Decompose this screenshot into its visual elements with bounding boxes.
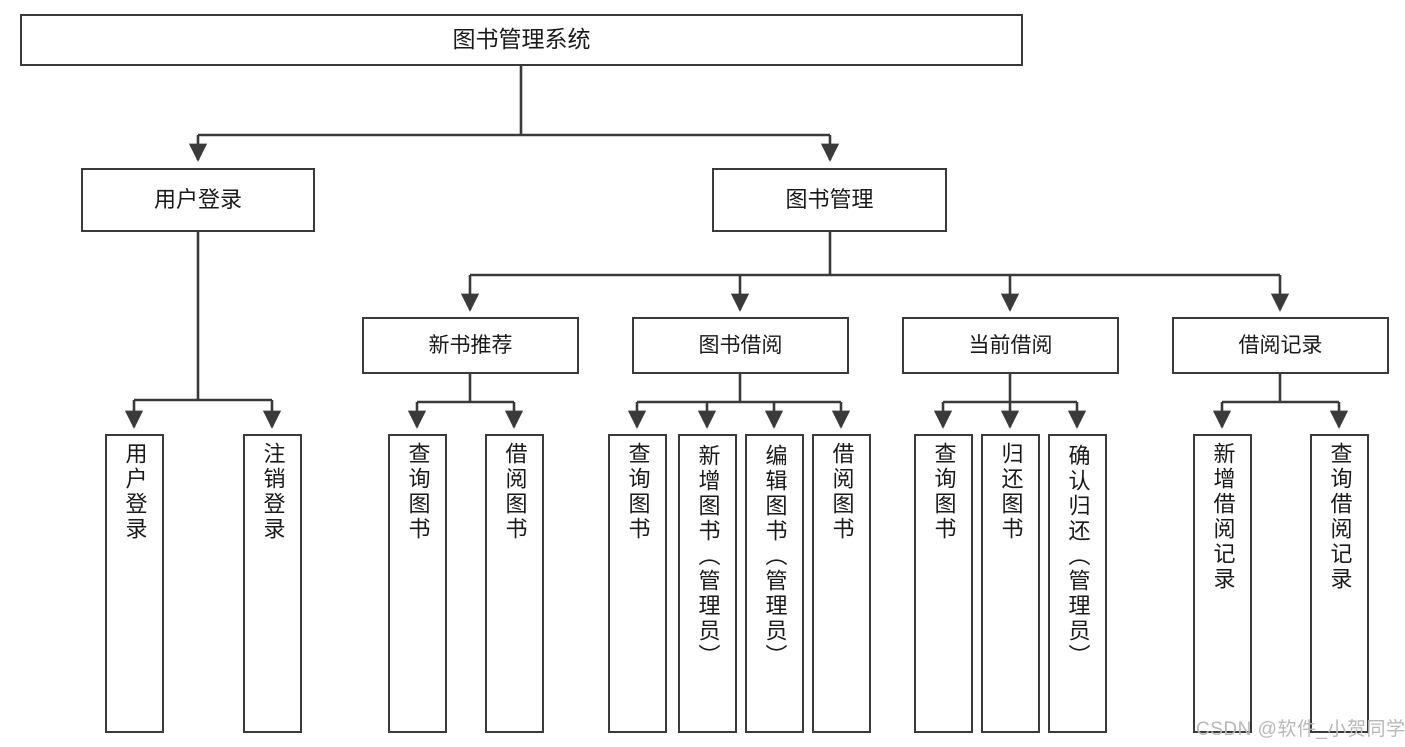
node-leaf-edit-book-admin[interactable]: 编辑图书（管理员）: [745, 434, 804, 733]
node-leaf-query-borrow-record[interactable]: 查询借阅记录: [1310, 434, 1369, 733]
node-label: 确认归还（管理员）: [1065, 444, 1091, 669]
node-book-borrow[interactable]: 图书借阅: [632, 317, 849, 374]
node-label: 图书管理: [785, 186, 874, 212]
node-label: 借阅图书: [502, 442, 528, 542]
node-user-login[interactable]: 用户登录: [81, 168, 315, 232]
node-label: 编辑图书（管理员）: [762, 444, 788, 669]
node-label: 查询借阅记录: [1327, 442, 1353, 592]
node-leaf-logout-login[interactable]: 注销登录: [243, 434, 302, 733]
node-leaf-query-book-current[interactable]: 查询图书: [914, 434, 973, 733]
node-book-management[interactable]: 图书管理: [712, 168, 947, 232]
node-leaf-borrow-book[interactable]: 借阅图书: [812, 434, 871, 733]
node-label: 查询图书: [931, 442, 957, 542]
node-label: 新增图书（管理员）: [695, 444, 721, 669]
node-label: 注销登录: [260, 442, 286, 542]
node-label: 新书推荐: [428, 333, 513, 357]
node-leaf-query-book-borrow[interactable]: 查询图书: [608, 434, 667, 733]
node-new-book-recommend[interactable]: 新书推荐: [362, 317, 579, 374]
node-label: 归还图书: [998, 442, 1024, 542]
node-label: 借阅记录: [1238, 333, 1323, 357]
node-label: 用户登录: [153, 186, 242, 212]
node-label: 借阅图书: [829, 442, 855, 542]
node-leaf-borrow-book-recommend[interactable]: 借阅图书: [485, 434, 544, 733]
node-current-borrow[interactable]: 当前借阅: [902, 317, 1119, 374]
watermark-text: CSDN @软件_小贺同学: [1196, 719, 1405, 740]
node-leaf-user-login[interactable]: 用户登录: [105, 434, 164, 733]
node-root-book-management-system[interactable]: 图书管理系统: [20, 14, 1023, 66]
node-leaf-add-book-admin[interactable]: 新增图书（管理员）: [678, 434, 737, 733]
node-label: 查询图书: [625, 442, 651, 542]
node-borrow-record[interactable]: 借阅记录: [1172, 317, 1389, 374]
node-label: 当前借阅: [968, 333, 1053, 357]
node-label: 图书借阅: [698, 333, 783, 357]
node-leaf-query-book-recommend[interactable]: 查询图书: [388, 434, 447, 733]
node-label: 新增借阅记录: [1210, 442, 1236, 592]
node-label: 查询图书: [405, 442, 431, 542]
node-leaf-add-borrow-record[interactable]: 新增借阅记录: [1193, 434, 1252, 733]
node-leaf-confirm-return-admin[interactable]: 确认归还（管理员）: [1048, 434, 1107, 733]
node-label: 用户登录: [122, 442, 148, 542]
node-label: 图书管理系统: [452, 26, 591, 53]
node-leaf-return-book[interactable]: 归还图书: [981, 434, 1040, 733]
